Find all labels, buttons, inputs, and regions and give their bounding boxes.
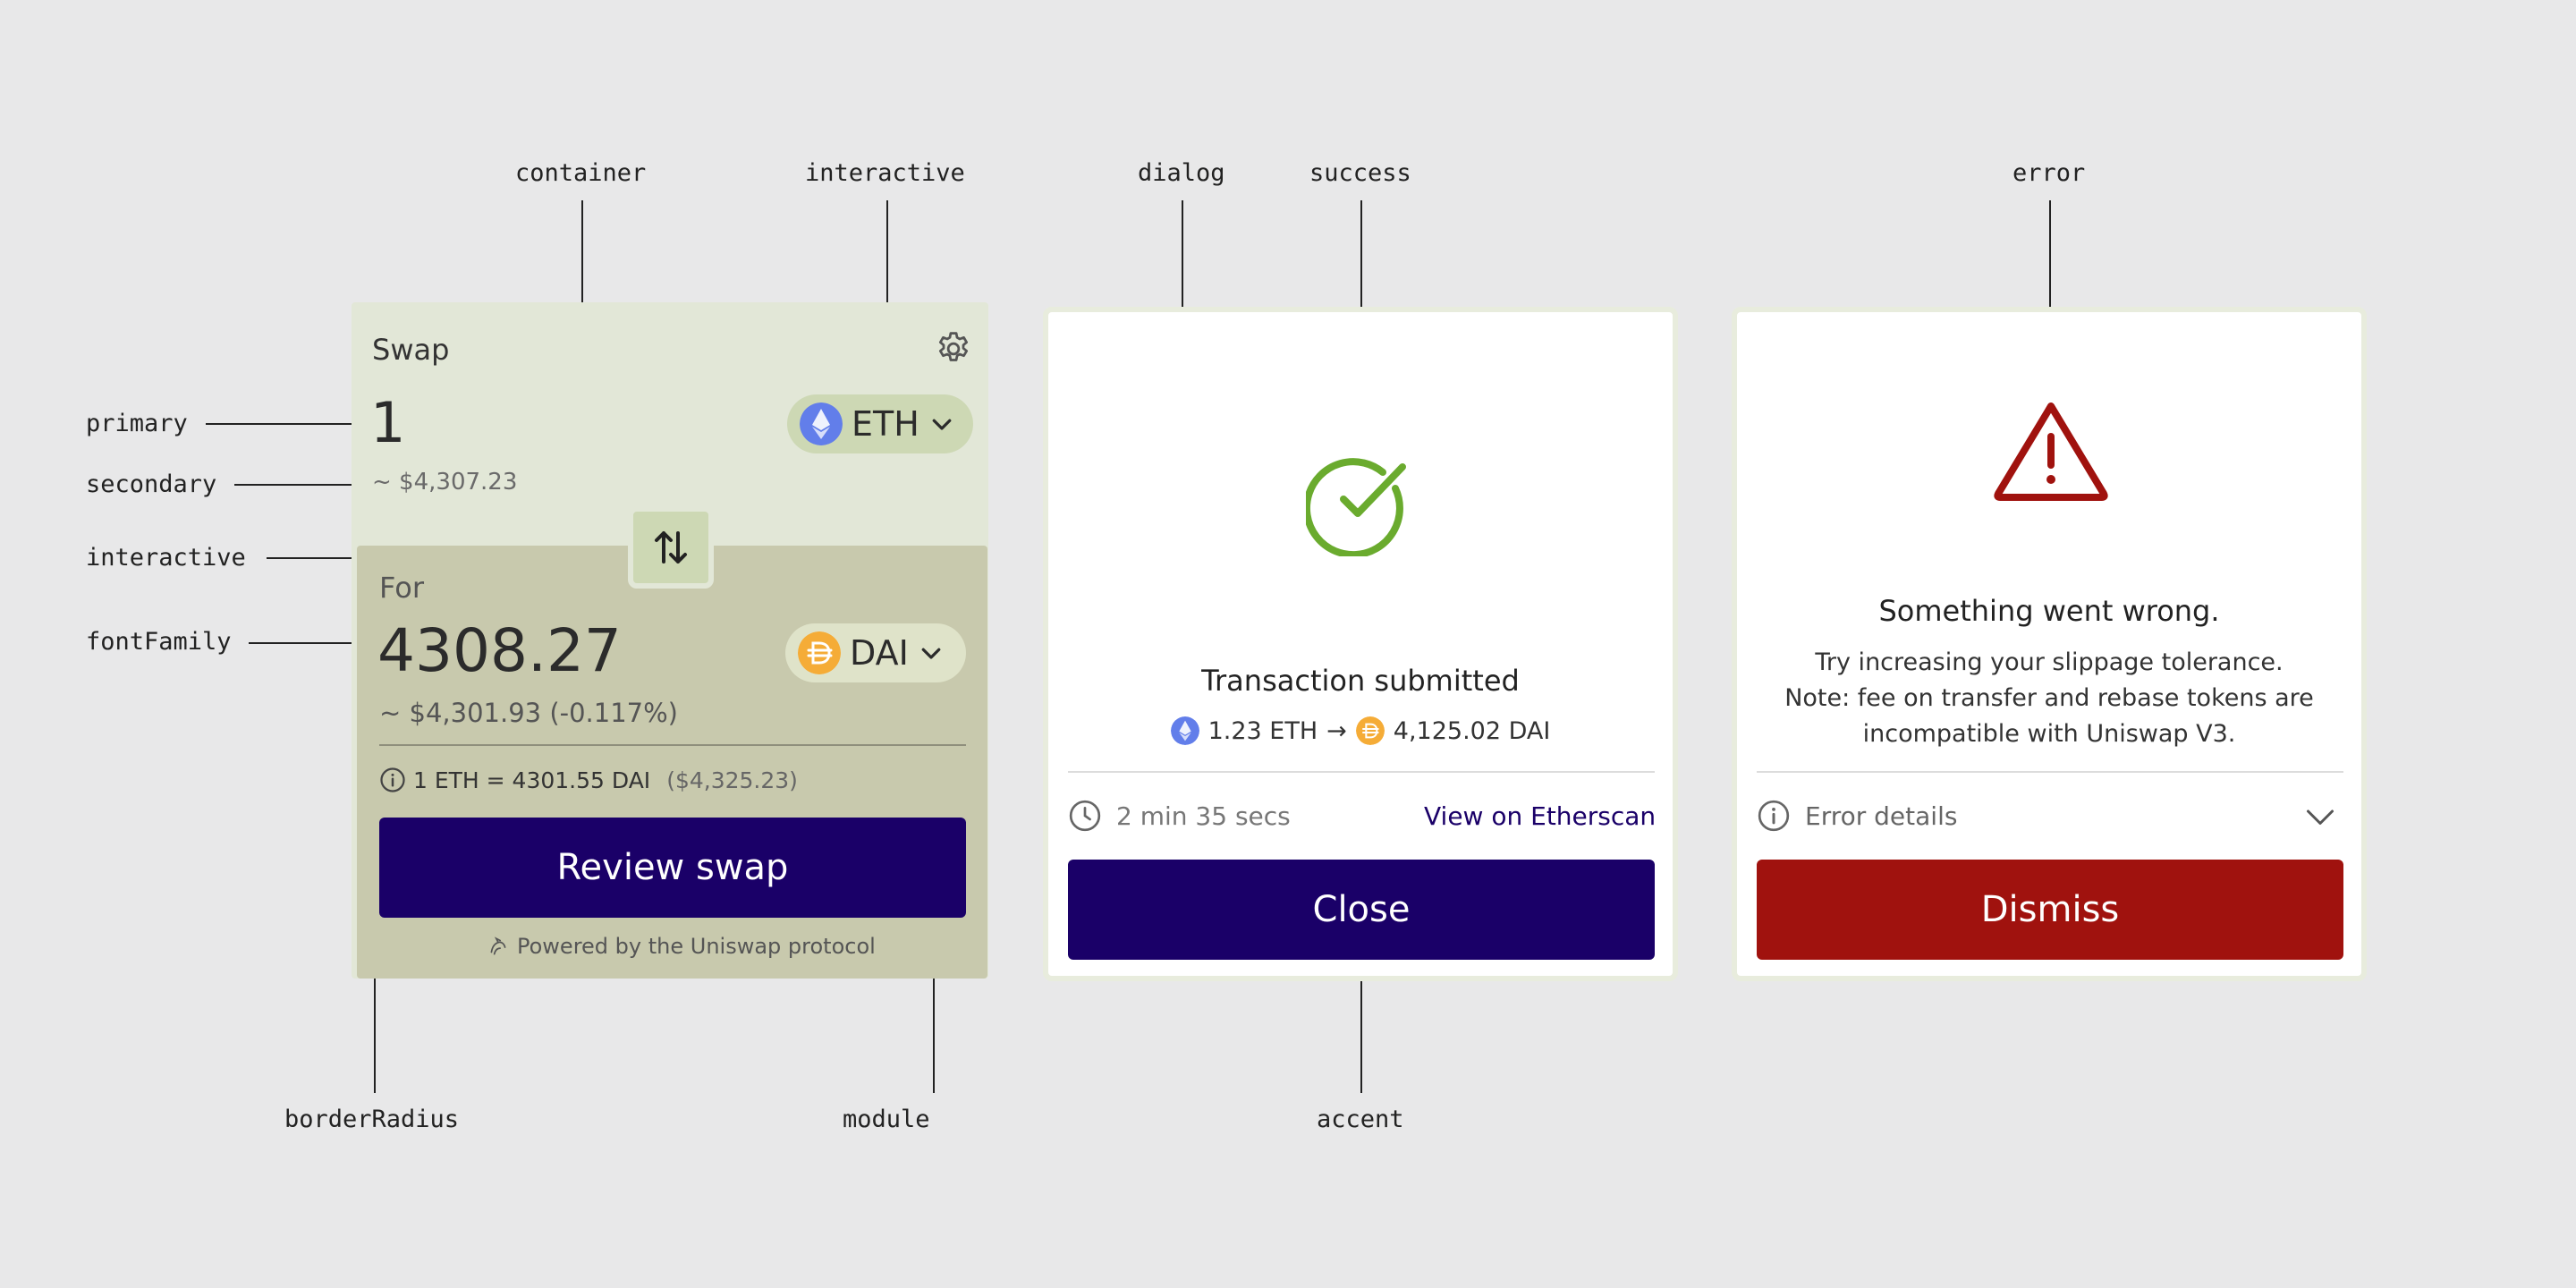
output-amount[interactable]: 4308.27: [377, 616, 622, 685]
input-token-selector[interactable]: ETH: [787, 394, 973, 453]
uniswap-logo-icon: [490, 936, 506, 955]
from-amount: 1.23 ETH: [1208, 716, 1318, 745]
annotation-fontfamily: fontFamily: [86, 628, 232, 656]
eth-icon: [1170, 716, 1199, 745]
info-icon: [380, 767, 405, 792]
elapsed-time-text: 2 min 35 secs: [1116, 801, 1291, 831]
annotation-dialog: dialog: [1138, 159, 1225, 187]
chevron-down-icon[interactable]: [2304, 803, 2336, 830]
error-message-line: Note: fee on transfer and rebase tokens …: [1784, 684, 2314, 712]
error-details-label: Error details: [1805, 801, 1958, 831]
annotation-primary: primary: [86, 410, 188, 437]
error-message-line: Try increasing your slippage tolerance.: [1815, 648, 2284, 676]
transaction-summary: 1.23 ETH → 4,125.02 DAI: [1043, 716, 1678, 745]
close-button[interactable]: Close: [1068, 860, 1655, 960]
review-swap-button[interactable]: Review swap: [379, 818, 966, 918]
arrow-right-icon: →: [1326, 716, 1347, 745]
dai-icon: [798, 631, 841, 674]
success-title: Transaction submitted: [1201, 664, 1520, 698]
dai-icon: [1355, 716, 1385, 745]
swap-direction-button[interactable]: [628, 506, 714, 589]
error-message-line: incompatible with Uniswap V3.: [1862, 720, 2236, 748]
annotation-secondary: secondary: [86, 470, 217, 498]
input-token-symbol: ETH: [852, 404, 919, 444]
error-divider: [1757, 771, 2343, 773]
eth-icon: [800, 402, 843, 445]
clock-icon: [1069, 800, 1101, 832]
chevron-down-icon: [932, 419, 952, 430]
view-on-etherscan-link[interactable]: View on Etherscan: [1424, 801, 1657, 831]
annotation-accent: accent: [1317, 1106, 1404, 1133]
annotation-container: container: [515, 159, 647, 187]
dismiss-button[interactable]: Dismiss: [1757, 860, 2343, 960]
error-details-toggle[interactable]: Error details: [1757, 799, 1957, 833]
output-label: For: [379, 571, 424, 605]
check-circle-icon: [1306, 458, 1406, 556]
output-usd-value: ~ $4,301.93 (-0.117%): [379, 698, 678, 728]
info-icon: [1758, 800, 1790, 832]
powered-by-text: Powered by the Uniswap protocol: [517, 934, 876, 959]
input-usd-value: ~ $4,307.23: [372, 469, 518, 496]
annotation-module: module: [843, 1106, 930, 1133]
warning-icon: [1994, 402, 2108, 501]
input-amount[interactable]: 1: [370, 390, 406, 455]
rate-text: 1 ETH = 4301.55 DAI: [413, 767, 651, 793]
annotation-error: error: [2012, 159, 2086, 187]
module-divider: [379, 744, 966, 746]
rate-usd: ($4,325.23): [666, 767, 798, 793]
swap-arrows-icon: [655, 531, 687, 564]
output-token-symbol: DAI: [850, 633, 909, 673]
powered-by[interactable]: Powered by the Uniswap protocol: [487, 934, 876, 959]
annotation-interactive: interactive: [805, 159, 965, 187]
error-message: Try increasing your slippage tolerance. …: [1758, 645, 2340, 752]
output-token-selector[interactable]: DAI: [785, 623, 966, 682]
annotation-borderradius: borderRadius: [284, 1106, 460, 1133]
exchange-rate[interactable]: 1 ETH = 4301.55 DAI ($4,325.23): [379, 767, 798, 793]
gear-icon[interactable]: [934, 329, 973, 369]
error-title: Something went wrong.: [1878, 594, 2220, 628]
to-amount: 4,125.02 DAI: [1393, 716, 1551, 745]
swap-title: Swap: [372, 333, 450, 367]
success-divider: [1068, 771, 1655, 773]
annotation-success: success: [1309, 159, 1411, 187]
annotation-interactive-left: interactive: [86, 544, 246, 572]
elapsed-time: 2 min 35 secs: [1068, 799, 1291, 833]
chevron-down-icon: [921, 648, 941, 659]
